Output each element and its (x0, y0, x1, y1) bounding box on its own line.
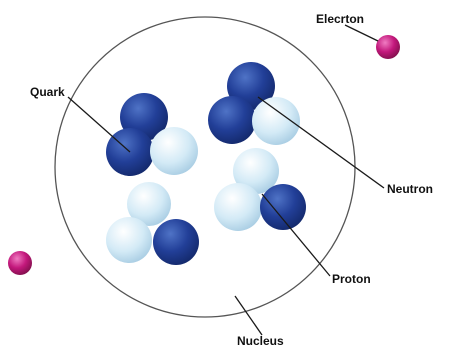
quark-dark (208, 96, 256, 144)
quark-light (252, 97, 300, 145)
quark-leader (68, 97, 130, 152)
quark-dark (260, 184, 306, 230)
quark-light (150, 127, 198, 175)
nucleus-leader (235, 296, 262, 335)
label-proton: Proton (332, 272, 371, 286)
electron-leader (345, 25, 378, 41)
nucleus-boundary (55, 17, 355, 317)
label-electron: Elecrton (316, 12, 364, 26)
label-quark: Quark (30, 85, 65, 99)
quark-dark (153, 219, 199, 265)
nucleon-bottom-left (106, 182, 199, 265)
label-nucleus: Nucleus (237, 334, 284, 347)
electron-top (376, 35, 400, 59)
quark-light (106, 217, 152, 263)
quark-light (214, 183, 262, 231)
label-neutron: Neutron (387, 182, 433, 196)
electron-left (8, 251, 32, 275)
proton-group (214, 148, 306, 231)
nucleon-top-left (106, 93, 198, 176)
neutron-group (208, 62, 300, 145)
